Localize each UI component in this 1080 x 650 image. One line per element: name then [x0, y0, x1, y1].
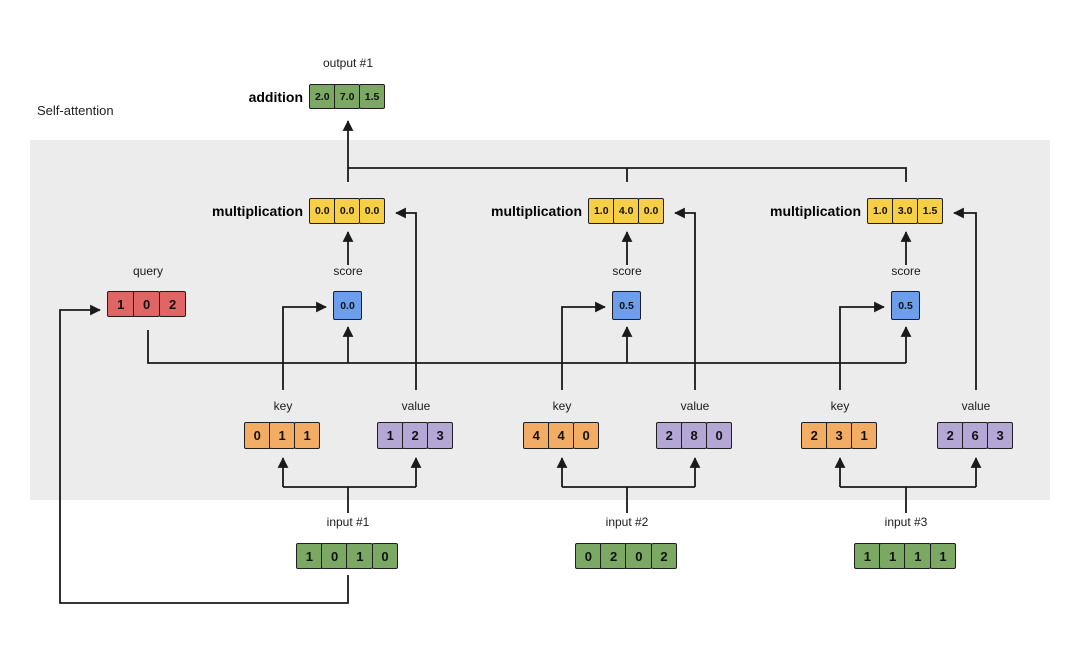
- score-label-2: score: [612, 264, 642, 278]
- cell: 3: [825, 422, 853, 449]
- cell: 0: [244, 422, 271, 449]
- cell: 0.0: [309, 198, 336, 224]
- cell: 3: [426, 422, 454, 449]
- cell: 2: [158, 291, 187, 317]
- cell: 1: [904, 543, 932, 569]
- key-label-3: key: [830, 399, 850, 413]
- cell: 0: [321, 543, 348, 569]
- cell: 0: [575, 543, 602, 569]
- input-label-2: input #2: [605, 515, 649, 529]
- cell: 4: [523, 422, 550, 449]
- cell: 1: [850, 422, 878, 449]
- key-label-1: key: [273, 399, 293, 413]
- query-label: query: [132, 264, 164, 278]
- cell: 3: [986, 422, 1014, 449]
- score-cell-3: 0.5: [891, 291, 920, 320]
- cell: 1.5: [916, 198, 944, 224]
- multiplication-label-2: multiplication: [491, 203, 582, 219]
- cell: 0: [132, 291, 161, 317]
- diagram-title: Self-attention: [37, 103, 114, 118]
- cell: 2: [656, 422, 683, 449]
- score-cell-1: 0.0: [333, 291, 362, 320]
- cell: 4.0: [612, 198, 640, 224]
- value-label-2: value: [680, 399, 710, 413]
- cell: 7.0: [333, 84, 361, 109]
- cell: 0.0: [637, 198, 665, 224]
- cell: 1.5: [358, 84, 386, 109]
- cell: 0.0: [358, 198, 386, 224]
- cell: 1: [929, 543, 957, 569]
- cell: 1.0: [588, 198, 615, 224]
- cell: 1: [377, 422, 404, 449]
- value-label-1: value: [401, 399, 431, 413]
- cell: 1: [293, 422, 321, 449]
- cell: 0: [625, 543, 653, 569]
- value-label-3: value: [961, 399, 991, 413]
- cell: 1: [296, 543, 323, 569]
- output-label: output #1: [322, 56, 374, 70]
- cell: 0: [371, 543, 399, 569]
- input-label-3: input #3: [884, 515, 928, 529]
- input-label-1: input #1: [326, 515, 370, 529]
- key-label-2: key: [552, 399, 572, 413]
- cell: 8: [680, 422, 708, 449]
- cell: 0: [705, 422, 733, 449]
- addition-label: addition: [248, 89, 303, 105]
- cell: 1.0: [867, 198, 894, 224]
- cell: 3.0: [891, 198, 919, 224]
- cell: 4: [547, 422, 575, 449]
- cell: 2: [650, 543, 678, 569]
- cell: 6: [961, 422, 989, 449]
- cell: 1: [268, 422, 296, 449]
- cell: 2: [600, 543, 627, 569]
- cell: 0.0: [333, 198, 361, 224]
- multiplication-label-1: multiplication: [212, 203, 303, 219]
- cell: 0: [572, 422, 600, 449]
- score-cell-2: 0.5: [612, 291, 641, 320]
- cell: 2: [401, 422, 429, 449]
- score-label-3: score: [891, 264, 921, 278]
- cell: 1: [879, 543, 906, 569]
- score-label-1: score: [333, 264, 363, 278]
- cell: 1: [107, 291, 135, 317]
- cell: 2: [801, 422, 828, 449]
- cell: 1: [346, 543, 374, 569]
- cell: 2.0: [309, 84, 336, 109]
- multiplication-label-3: multiplication: [770, 203, 861, 219]
- cell: 1: [854, 543, 881, 569]
- cell: 2: [937, 422, 964, 449]
